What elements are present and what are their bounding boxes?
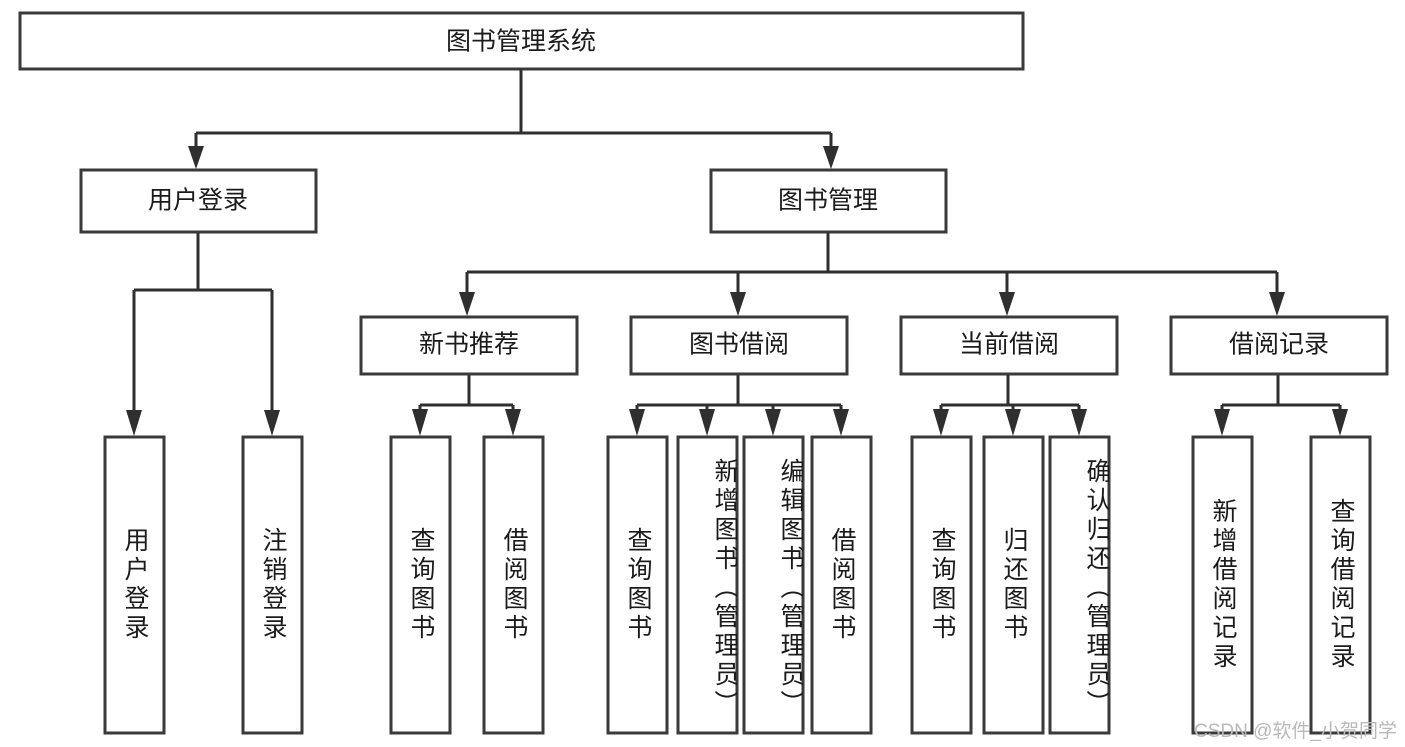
arrow-head-borrowrecord-leaf-1 bbox=[1214, 409, 1230, 436]
leaf-node-user-login-logout[interactable]: 注销登录 bbox=[241, 435, 304, 735]
leaf-vertical-text: 查询图书 bbox=[928, 527, 956, 643]
leaf-vertical-text: 借阅图书 bbox=[500, 527, 528, 643]
arrow-head-newbook-leaf-1 bbox=[412, 409, 428, 436]
leaf-text-container: 查询借阅记录 bbox=[1327, 498, 1355, 672]
leaf-box bbox=[1048, 435, 1111, 735]
node-box bbox=[709, 168, 948, 234]
node-box bbox=[79, 168, 318, 234]
leaf-node-user-login-login[interactable]: 用户登录 bbox=[103, 435, 166, 735]
arrow-head-currentborrow-leaf-3 bbox=[1071, 409, 1087, 436]
leaf-text-container: 查询图书 bbox=[407, 527, 435, 643]
node-user-login[interactable]: 用户登录 bbox=[79, 168, 318, 234]
leaf-vertical-text: 新增图书（管理员） bbox=[711, 457, 737, 719]
arrow-head-currentborrow-leaf-2 bbox=[1005, 409, 1021, 436]
node-new-book-recommendation[interactable]: 新书推荐 bbox=[359, 315, 579, 376]
leaf-box bbox=[1191, 435, 1254, 735]
leaf-text-container: 查询图书 bbox=[928, 527, 956, 643]
node-borrow-record[interactable]: 借阅记录 bbox=[1169, 315, 1389, 376]
arrow-head-bookborrow-leaf-4 bbox=[833, 409, 849, 436]
node-box bbox=[899, 315, 1119, 376]
node-label: 借阅记录 bbox=[1229, 331, 1329, 359]
node-label: 图书管理系统 bbox=[446, 28, 596, 56]
leaf-text-container: 用户登录 bbox=[121, 527, 149, 643]
node-box bbox=[359, 315, 579, 376]
arrow-head-borrowrecord-leaf-2 bbox=[1332, 409, 1348, 436]
leaf-text-container: 归还图书 bbox=[1000, 527, 1028, 643]
leaf-box bbox=[1309, 435, 1372, 735]
leaf-box bbox=[103, 435, 166, 735]
node-book-management-system[interactable]: 图书管理系统 bbox=[18, 11, 1025, 71]
leaf-box bbox=[606, 435, 669, 735]
arrow-head-newbook-leaf-2 bbox=[505, 409, 521, 436]
arrow-head-to-current-borrow bbox=[999, 292, 1015, 316]
arrow-head-to-user-login bbox=[188, 146, 204, 169]
leaf-box bbox=[810, 435, 873, 735]
leaf-vertical-text: 借阅图书 bbox=[828, 527, 856, 643]
node-label: 图书管理 bbox=[778, 187, 878, 215]
leaf-text-container: 新增借阅记录 bbox=[1209, 498, 1237, 672]
node-book-borrow[interactable]: 图书借阅 bbox=[629, 315, 849, 376]
leaf-vertical-text: 注销登录 bbox=[259, 527, 287, 643]
leaf-node-new-book-borrow[interactable]: 借阅图书 bbox=[482, 435, 545, 735]
node-book-management[interactable]: 图书管理 bbox=[709, 168, 948, 234]
leaf-node-book-borrow-add[interactable]: 新增图书（管理员） bbox=[676, 435, 739, 735]
leaf-text-container: 编辑图书（管理员） bbox=[777, 457, 803, 719]
leaf-box bbox=[482, 435, 545, 735]
node-box bbox=[629, 315, 849, 376]
arrow-head-to-book-borrow bbox=[730, 292, 746, 316]
node-label: 用户登录 bbox=[148, 187, 248, 215]
leaf-node-book-borrow-borrow[interactable]: 借阅图书 bbox=[810, 435, 873, 735]
leaf-box bbox=[676, 435, 739, 735]
leaf-node-book-borrow-query[interactable]: 查询图书 bbox=[606, 435, 669, 735]
leaf-vertical-text: 查询借阅记录 bbox=[1327, 498, 1355, 672]
connector-group bbox=[126, 69, 1348, 436]
leaf-vertical-text: 用户登录 bbox=[121, 527, 149, 643]
leaf-vertical-text: 新增借阅记录 bbox=[1209, 498, 1237, 672]
leaf-node-current-borrow-return[interactable]: 归还图书 bbox=[982, 435, 1045, 735]
node-box bbox=[1169, 315, 1389, 376]
arrow-head-bookborrow-leaf-1 bbox=[629, 409, 645, 436]
arrow-head-to-book-management bbox=[823, 146, 839, 169]
leaf-vertical-text: 编辑图书（管理员） bbox=[777, 457, 803, 719]
leaf-vertical-text: 确认归还（管理员） bbox=[1083, 457, 1109, 719]
leaf-box bbox=[910, 435, 973, 735]
arrow-head-to-borrow-record bbox=[1269, 292, 1285, 316]
leaf-text-container: 新增图书（管理员） bbox=[711, 457, 737, 719]
leaf-box bbox=[742, 435, 805, 735]
arrow-head-login-leaf-1 bbox=[126, 410, 142, 436]
leaf-node-borrow-record-add[interactable]: 新增借阅记录 bbox=[1191, 435, 1254, 735]
leaf-node-new-book-query[interactable]: 查询图书 bbox=[389, 435, 452, 735]
leaf-vertical-text: 查询图书 bbox=[624, 527, 652, 643]
arrow-head-bookborrow-leaf-3 bbox=[765, 409, 781, 436]
arrow-head-currentborrow-leaf-1 bbox=[933, 409, 949, 436]
leaf-box bbox=[389, 435, 452, 735]
leaf-text-container: 确认归还（管理员） bbox=[1083, 457, 1109, 719]
arrow-head-bookborrow-leaf-2 bbox=[699, 409, 715, 436]
leaf-text-container: 借阅图书 bbox=[828, 527, 856, 643]
leaf-text-container: 注销登录 bbox=[259, 527, 287, 643]
node-current-borrow[interactable]: 当前借阅 bbox=[899, 315, 1119, 376]
leaf-box bbox=[241, 435, 304, 735]
node-label: 当前借阅 bbox=[959, 331, 1059, 359]
node-box bbox=[18, 11, 1025, 71]
leaf-node-current-borrow-query[interactable]: 查询图书 bbox=[910, 435, 973, 735]
leaf-node-current-borrow-confirm[interactable]: 确认归还（管理员） bbox=[1048, 435, 1111, 735]
node-label: 图书借阅 bbox=[689, 331, 789, 359]
arrow-head-login-leaf-2 bbox=[264, 410, 280, 436]
node-label: 新书推荐 bbox=[419, 331, 519, 359]
leaf-text-container: 查询图书 bbox=[624, 527, 652, 643]
leaf-vertical-text: 查询图书 bbox=[407, 527, 435, 643]
leaf-box bbox=[982, 435, 1045, 735]
leaf-node-book-borrow-edit[interactable]: 编辑图书（管理员） bbox=[742, 435, 805, 735]
leaf-vertical-text: 归还图书 bbox=[1000, 527, 1028, 643]
arrow-head-to-new-book bbox=[459, 292, 475, 316]
leaf-text-container: 借阅图书 bbox=[500, 527, 528, 643]
leaf-node-borrow-record-query[interactable]: 查询借阅记录 bbox=[1309, 435, 1372, 735]
